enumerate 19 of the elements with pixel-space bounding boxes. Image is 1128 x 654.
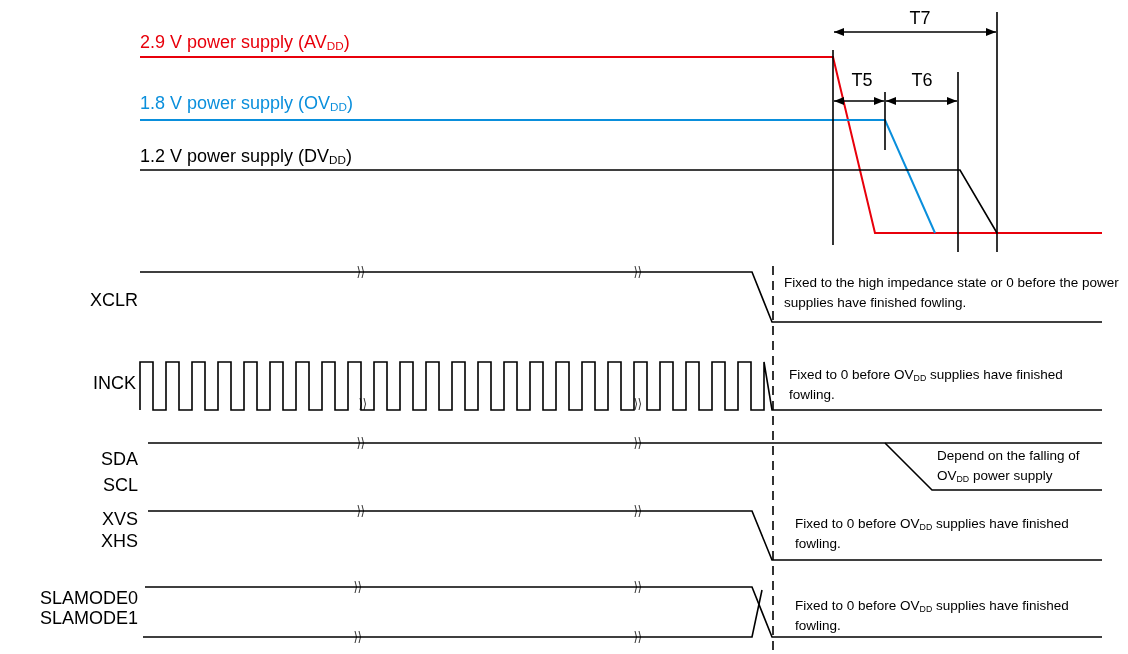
signal-name: XCLR: [89, 290, 138, 312]
signal-name: SLAMODE0: [38, 588, 138, 610]
signal-name: XVS: [100, 509, 138, 531]
signal-name: SCL: [102, 475, 138, 497]
timing-note: Fixed to 0 before OV$_{DD}$ supplies have finished fowling.: [795, 515, 1070, 553]
dimension-label: T7: [908, 8, 932, 30]
signal-name: SDA: [100, 449, 138, 471]
timing-note: Fixed to 0 before OV$_{DD}$ supplies have finished fowling.: [789, 366, 1064, 404]
timing-note: Fixed to the high impedance state or 0 before the power supplies have finished fowling.: [784, 274, 1120, 312]
dimension-label: T6: [910, 70, 934, 92]
timing-note: Depend on the falling of OV$_{DD}$ power supply: [937, 447, 1081, 486]
supply-label: 1.2 V power supply (DV$_{DD}$): [140, 146, 352, 168]
timing-note: Fixed to 0 before OV$_{DD}$ supplies have finished fowling.: [795, 597, 1070, 635]
supply-label: 1.8 V power supply (OV$_{DD}$): [140, 93, 353, 115]
signal-name: XHS: [100, 531, 138, 553]
signal-name: SLAMODE1: [38, 608, 138, 630]
dimension-label: T5: [850, 70, 874, 92]
signal-name: INCK: [92, 373, 136, 395]
supply-label: 2.9 V power supply (AV$_{DD}$): [140, 32, 350, 54]
